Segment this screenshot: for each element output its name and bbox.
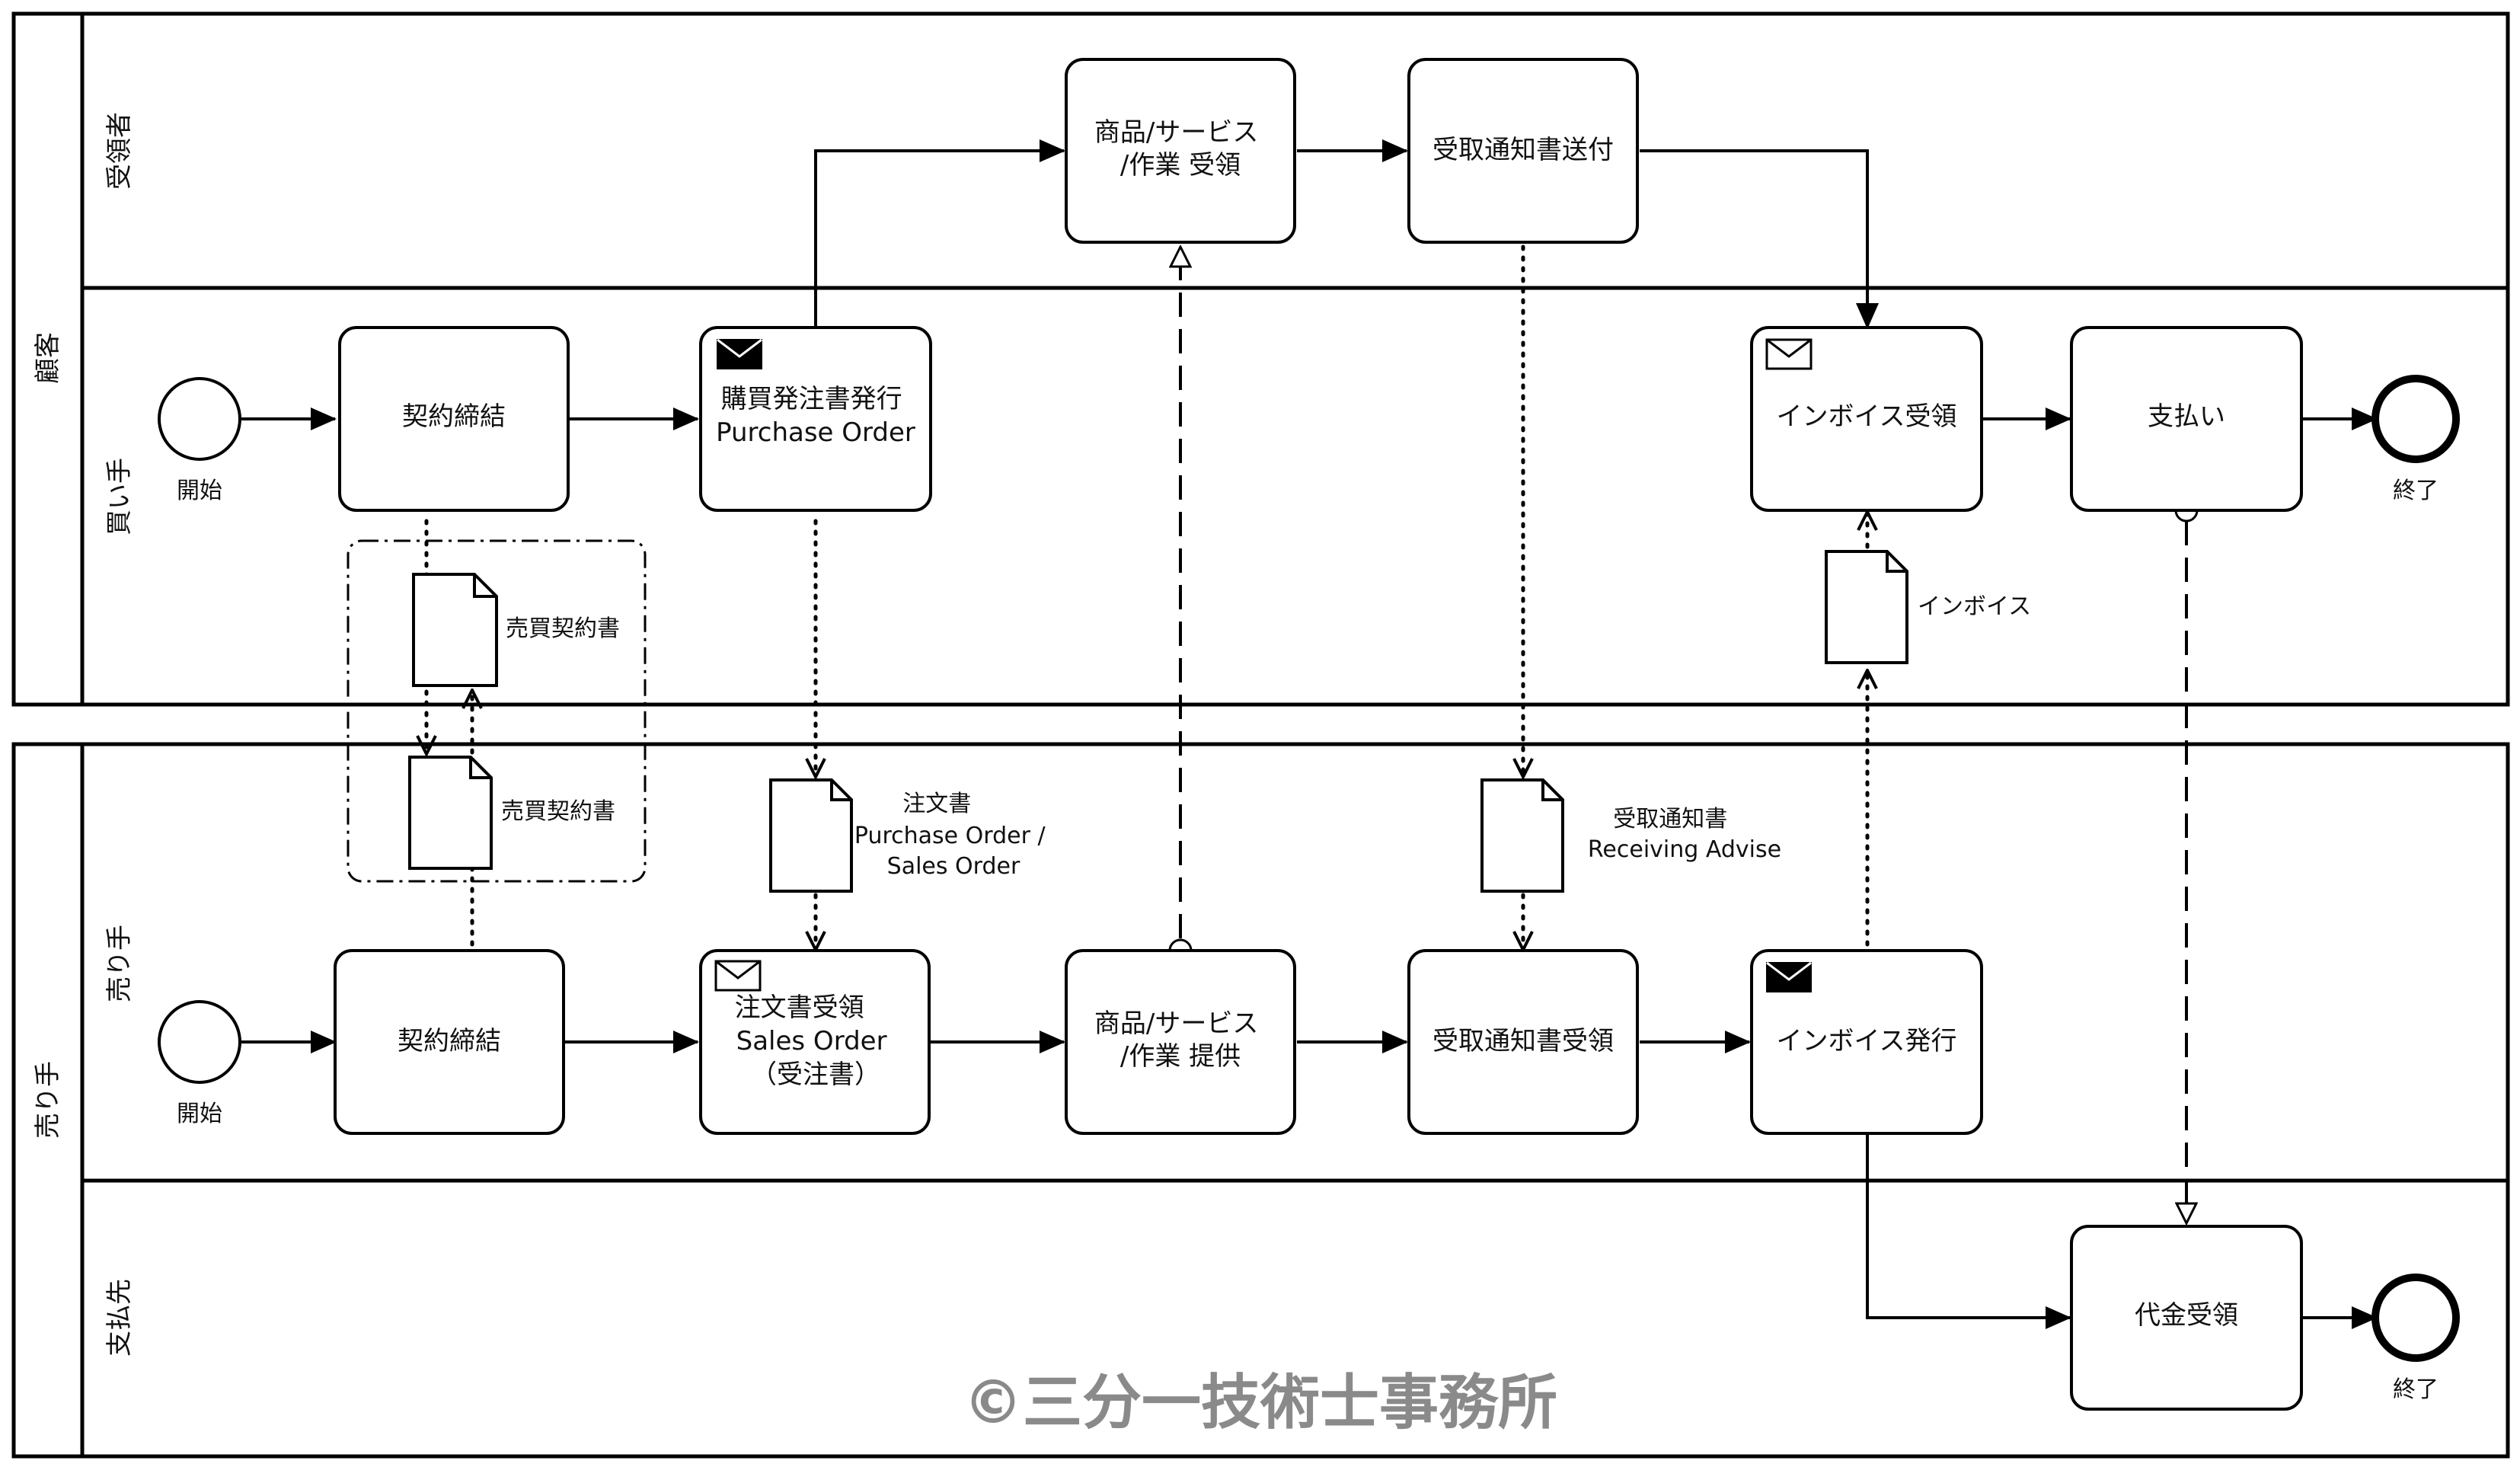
lane-label-buyer: 買い手 xyxy=(104,458,135,535)
task-label-line: 契約締結 xyxy=(398,1026,501,1056)
task-issue-invoice[interactable]: インボイス発行 xyxy=(1750,949,1983,1135)
document-icon xyxy=(1480,778,1564,893)
flow-po-receive-goods xyxy=(814,139,1065,328)
task-label-line: /作業 提供 xyxy=(1120,1041,1241,1072)
task-label-line: 受取通知書送付 xyxy=(1432,135,1614,165)
svg-text:契約締結: 契約締結 xyxy=(402,401,506,432)
document-invoice[interactable]: インボイス xyxy=(1825,550,2031,664)
payee-end-label: 終了 xyxy=(2393,1376,2439,1403)
document-label: 注文書 xyxy=(902,791,971,817)
task-label-line: Purchase Order xyxy=(716,417,915,448)
svg-text:インボイス発行: インボイス発行 xyxy=(1777,1026,1957,1056)
svg-text:注文書 Purchase Order /: 注文書 Purchase Order / Sales Order xyxy=(854,791,1052,880)
task-label-line: 契約締結 xyxy=(402,401,506,432)
document-icon xyxy=(1825,550,1908,664)
document-icon xyxy=(412,573,498,687)
task-label-line: インボイス受領 xyxy=(1777,401,1957,432)
task-label-line: 購買発注書発行 xyxy=(721,384,902,414)
task-label-line: 注文書受領 xyxy=(735,992,864,1023)
task-receive-invoice[interactable]: インボイス受領 xyxy=(1750,326,1983,512)
document-icon xyxy=(769,778,853,893)
lane-label-seller: 売り手 xyxy=(104,925,135,1002)
document-contract-buyer[interactable]: 売買契約書 xyxy=(412,573,620,687)
sequence-flows xyxy=(241,139,2378,1329)
svg-text:注文書受領 Sales Order: 注文書受領 Sales Order （受注書） xyxy=(735,992,896,1090)
flow-notice-invoice xyxy=(1640,149,1879,329)
lane-label-payee: 支払先 xyxy=(104,1279,135,1357)
svg-text:受取通知書受領: 受取通知書受領 xyxy=(1432,1026,1614,1056)
pool-label-seller: 売り手 xyxy=(33,1061,63,1139)
task-label-line: 商品/サービス xyxy=(1094,1008,1258,1039)
document-label: 受取通知書 xyxy=(1613,806,1727,833)
task-label-line: 受取通知書受領 xyxy=(1432,1026,1614,1056)
document-icon xyxy=(408,756,493,870)
message-send-icon xyxy=(1766,961,1812,992)
document-label: 売買契約書 xyxy=(506,615,620,642)
document-label: 売買契約書 xyxy=(501,798,615,825)
svg-text:契約締結: 契約締結 xyxy=(398,1026,501,1056)
document-receiving-advise[interactable]: 受取通知書 Receiving Advise xyxy=(1480,778,1781,893)
buyer-start-label: 開始 xyxy=(177,478,222,504)
lane-label-recipient: 受領者 xyxy=(104,112,135,190)
task-payment[interactable]: 支払い xyxy=(2070,326,2303,512)
svg-text:代金受領: 代金受領 xyxy=(2135,1300,2238,1331)
start-event-icon xyxy=(158,377,241,461)
end-event-icon xyxy=(2371,1274,2460,1362)
document-label: Sales Order xyxy=(887,853,1020,880)
task-buyer-contract[interactable]: 契約締結 xyxy=(338,326,570,512)
pool-label-customer: 顧客 xyxy=(33,332,63,384)
svg-text:受取通知書 Receiving Advise: 受取通知書 Receiving Advise xyxy=(1588,806,1781,863)
svg-text:受取通知書送付: 受取通知書送付 xyxy=(1432,135,1614,165)
task-receive-receipt-notice[interactable]: 受取通知書受領 xyxy=(1407,949,1639,1135)
task-provide-goods[interactable]: 商品/サービス /作業 提供 xyxy=(1065,949,1296,1135)
buyer-end-event[interactable]: 終了 xyxy=(2371,375,2460,504)
task-label-line: （受注書） xyxy=(751,1060,880,1090)
svg-text:商品/サービス /作業 受領: 商品/サービス /作業 受領 xyxy=(1094,117,1266,181)
task-issue-po[interactable]: 購買発注書発行 Purchase Order xyxy=(699,326,932,512)
task-label-line: 支払い xyxy=(2148,401,2225,432)
seller-start-event[interactable]: 開始 xyxy=(158,1000,241,1127)
contract-group xyxy=(347,539,647,883)
buyer-end-label: 終了 xyxy=(2393,478,2439,504)
document-contract-seller[interactable]: 売買契約書 xyxy=(408,756,615,870)
svg-text:支払い: 支払い xyxy=(2148,401,2225,432)
task-receive-order[interactable]: 注文書受領 Sales Order （受注書） xyxy=(699,949,931,1135)
svg-text:インボイス受領: インボイス受領 xyxy=(1777,401,1957,432)
document-label: Receiving Advise xyxy=(1588,836,1781,863)
payee-end-event[interactable]: 終了 xyxy=(2371,1274,2460,1403)
document-purchase-order[interactable]: 注文書 Purchase Order / Sales Order xyxy=(769,778,1052,893)
document-label: Purchase Order / xyxy=(854,823,1046,849)
buyer-start-event[interactable]: 開始 xyxy=(158,377,241,504)
svg-text:商品/サービス /作業 提供: 商品/サービス /作業 提供 xyxy=(1094,1008,1266,1072)
flow-invoice-receive-payment xyxy=(1866,1135,2071,1329)
task-label-line: 代金受領 xyxy=(2135,1300,2238,1331)
task-label-line: インボイス発行 xyxy=(1777,1026,1957,1056)
end-event-icon xyxy=(2371,375,2460,463)
task-label-line: 商品/サービス xyxy=(1094,117,1258,148)
task-seller-contract[interactable]: 契約締結 xyxy=(334,949,565,1135)
message-flows xyxy=(1180,247,2186,1223)
task-send-receipt-notice[interactable]: 受取通知書送付 xyxy=(1407,58,1639,244)
message-receive-icon xyxy=(714,960,762,992)
task-label-line: Sales Order xyxy=(736,1026,887,1056)
message-send-icon xyxy=(717,338,762,369)
message-receive-icon xyxy=(1765,338,1813,370)
document-label: インボイス xyxy=(1918,593,2031,620)
svg-text:購買発注書発行 Purchase Order: 購買発注書発行 Purchase Order xyxy=(716,384,915,448)
task-receive-goods[interactable]: 商品/サービス /作業 受領 xyxy=(1065,58,1296,244)
copyright-watermark: ©三分一技術士事務所 xyxy=(963,1369,1557,1437)
start-event-icon xyxy=(158,1000,241,1084)
task-receive-payment[interactable]: 代金受領 xyxy=(2070,1225,2303,1411)
seller-start-label: 開始 xyxy=(177,1101,222,1127)
task-label-line: /作業 受領 xyxy=(1120,150,1241,181)
